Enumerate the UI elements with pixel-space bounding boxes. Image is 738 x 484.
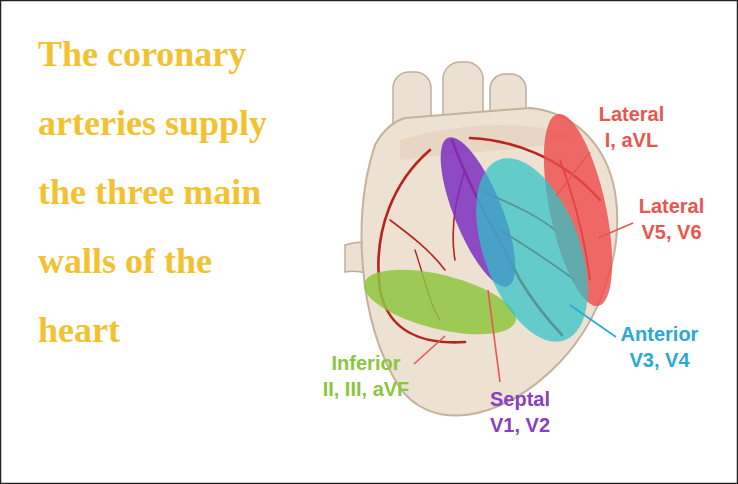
lead-label: Lateral I, aVL [597,101,666,153]
lead-label: Lateral V5, V6 [637,193,706,245]
anterior-region [454,143,610,356]
lead-label: Anterior V3, V4 [619,321,700,373]
lead-label: Septal V1, V2 [488,386,552,438]
lead-label: Inferior II, III, aVF [321,350,411,402]
title-text: The coronary arteries supply the three m… [38,20,278,365]
leader-lines [414,152,633,382]
